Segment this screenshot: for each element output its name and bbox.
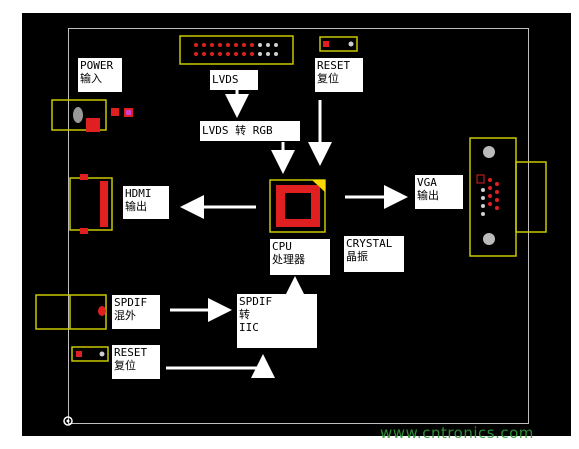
label-spdif-iic: SPDIF 转 IIC — [237, 294, 317, 348]
power-jack — [51, 99, 133, 132]
label-power: POWER 输入 — [78, 58, 122, 92]
spdif-connector — [35, 294, 107, 330]
watermark: www.cntronics.com — [380, 424, 534, 442]
vga-connector — [469, 137, 547, 257]
label-lvds-rgb: LVDS 转 RGB — [200, 121, 300, 141]
label-hdmi: HDMI 输出 — [123, 186, 169, 219]
hdmi-connector — [69, 174, 113, 234]
lvds-connector — [179, 35, 294, 65]
label-reset-top: RESET 复位 — [315, 58, 363, 92]
label-reset-bottom: RESET 复位 — [112, 345, 160, 379]
reset-switch-top — [319, 36, 358, 52]
label-lvds: LVDS — [210, 70, 258, 90]
label-spdif-in: SPDIF 混外 — [112, 295, 160, 329]
arrow-reset-to-iic — [166, 354, 275, 378]
cpu-chip — [269, 179, 326, 233]
label-cpu: CPU 处理器 — [270, 239, 330, 275]
reset-switch-bottom — [71, 346, 109, 362]
label-crystal: CRYSTAL 晶振 — [344, 236, 404, 272]
board-outline — [68, 28, 529, 424]
origin-marker — [63, 416, 73, 426]
label-vga: VGA 输出 — [415, 175, 463, 209]
